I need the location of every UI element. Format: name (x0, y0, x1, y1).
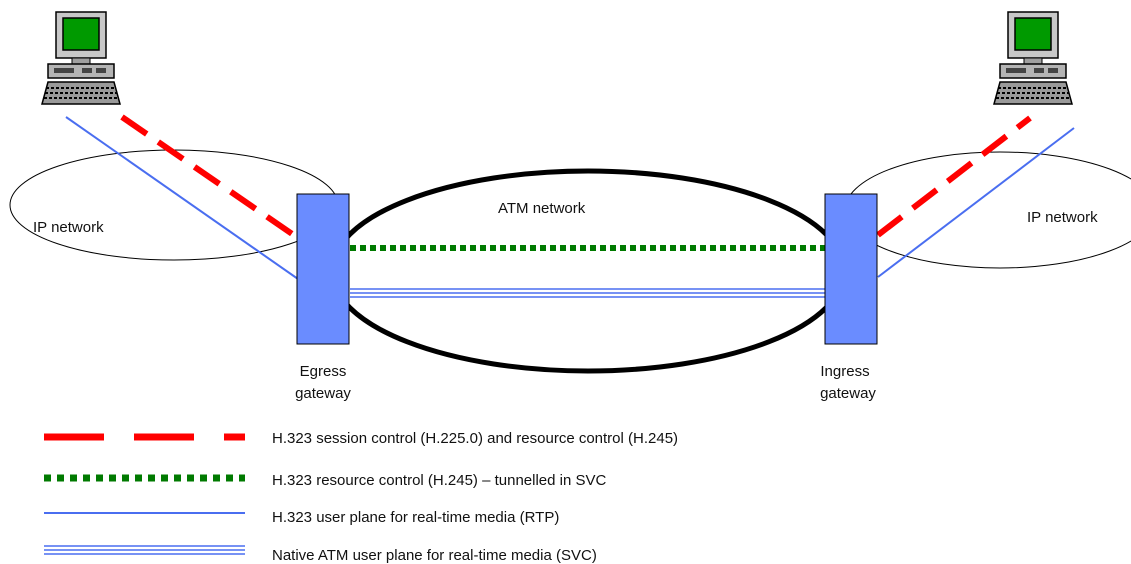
native-atm-svc-line (350, 288, 826, 298)
left-ip-network-label: IP network (33, 219, 104, 236)
right-computer-icon (993, 11, 1073, 105)
left-rtp-line (65, 116, 299, 280)
left-ip-network-ellipse (9, 149, 339, 261)
left-session-control-line (120, 114, 300, 241)
left-computer-icon (41, 11, 121, 105)
atm-network-label: ATM network (498, 200, 586, 217)
legend-label-session-control: H.323 session control (H.225.0) and reso… (272, 430, 678, 447)
right-session-control-line (876, 115, 1032, 238)
ingress-gateway-label-2: gateway (820, 385, 876, 402)
egress-gateway-label-1: Egress (300, 363, 347, 380)
legend-item-native-atm: Native ATM user plane for real-time medi… (44, 545, 597, 564)
legend-item-tunnelled-control: H.323 resource control (H.245) – tunnell… (44, 472, 607, 489)
egress-gateway-box (296, 193, 350, 345)
legend-label-native-atm: Native ATM user plane for real-time medi… (272, 547, 597, 564)
legend: H.323 session control (H.225.0) and reso… (44, 430, 678, 564)
atm-network-ellipse (329, 168, 847, 374)
ingress-gateway-label-1: Ingress (820, 363, 869, 380)
legend-item-rtp-user-plane: H.323 user plane for real-time media (RT… (44, 509, 559, 526)
legend-item-session-control: H.323 session control (H.225.0) and reso… (44, 430, 678, 447)
right-rtp-line (877, 127, 1075, 278)
right-ip-network-label: IP network (1027, 209, 1098, 226)
egress-gateway-label-2: gateway (295, 385, 351, 402)
legend-label-rtp-user-plane: H.323 user plane for real-time media (RT… (272, 509, 559, 526)
legend-label-tunnelled-control: H.323 resource control (H.245) – tunnell… (272, 472, 607, 489)
ingress-gateway-box (824, 193, 878, 345)
